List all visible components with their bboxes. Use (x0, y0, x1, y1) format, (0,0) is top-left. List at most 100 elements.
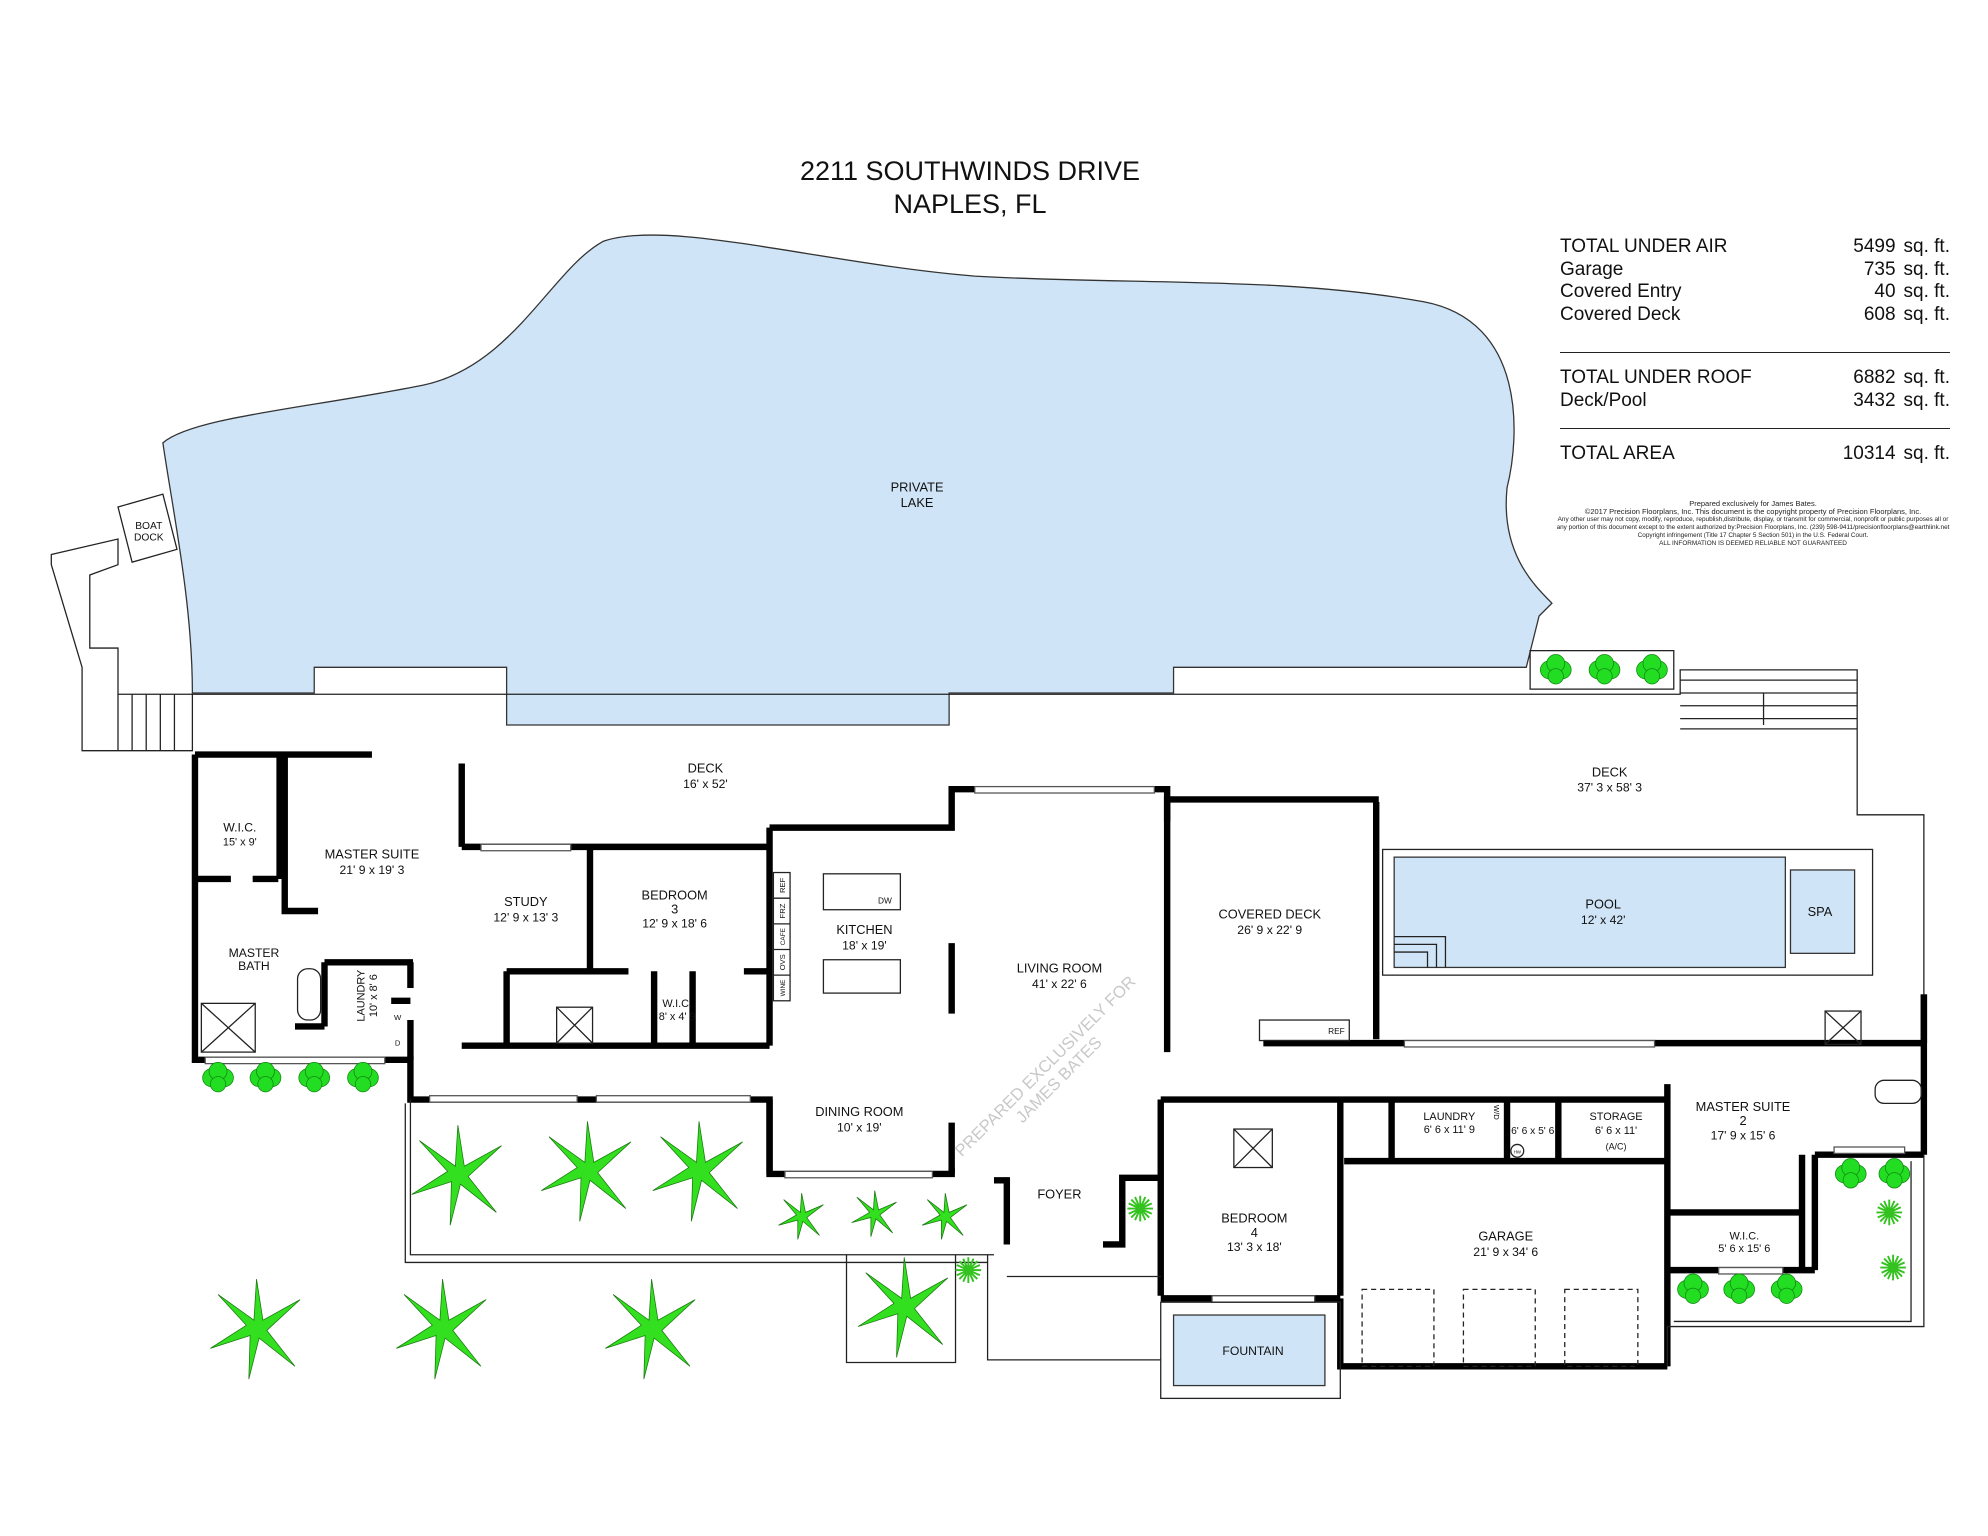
bath-fixtures (200, 968, 1922, 1169)
copyright-line: Any other user may not copy, modify, rep… (1557, 516, 1949, 523)
fountain-label: FOUNTAIN (1222, 1344, 1283, 1358)
wic-label: W.I.C. (1729, 1230, 1759, 1242)
area-row-total: TOTAL AREA 10314 sq. ft. (1560, 443, 1950, 466)
study-dims: 12' 9 x 13' 3 (493, 910, 558, 924)
deck-outline (192, 669, 1925, 995)
pool-label: POOL (1585, 896, 1621, 911)
wine-label: WINE (780, 980, 787, 997)
planter (1529, 650, 1675, 690)
laundry-dims: 10' x 8' 6 (368, 974, 380, 1017)
spa-label: SPA (1808, 904, 1833, 919)
cafe-label: CAFE (780, 928, 787, 945)
copyright-line: ©2017 Precision Floorplans, Inc. This do… (1584, 507, 1922, 516)
copyright-line: Copyright infringement (Title 17 Chapter… (1637, 532, 1869, 539)
laundry-label: LAUNDRY (355, 969, 367, 1022)
area-label: Garage (1560, 258, 1624, 280)
area-unit: sq. ft. (1903, 389, 1950, 411)
master-suite-label: MASTER SUITE (325, 846, 420, 861)
master-suite-dims: 21' 9 x 19' 3 (340, 863, 405, 877)
storage-dims: 6' 6 x 11' (1595, 1125, 1637, 1137)
copyright-line: any portion of this document except to t… (1556, 524, 1950, 531)
wd-label: W/D (1492, 1105, 1501, 1120)
area-label: TOTAL UNDER ROOF (1560, 367, 1752, 388)
area-label: TOTAL UNDER AIR (1560, 236, 1728, 257)
deck-stairs (1680, 679, 1858, 730)
fountain (1172, 1314, 1326, 1387)
deck-label: DECK (1592, 764, 1628, 779)
covered-deck-dims: 26' 9 x 22' 9 (1237, 923, 1302, 937)
master-suite2-number: 2 (1739, 1113, 1746, 1128)
area-value: 40 (1874, 281, 1896, 302)
wic-dims: 5' 6 x 15' 6 (1718, 1243, 1770, 1255)
storage-label: STORAGE (1590, 1111, 1643, 1123)
fountain-surround (1160, 1301, 1341, 1400)
wic-dims: 8' x 4' 9 (659, 1011, 696, 1023)
ovs-label: OVS (778, 954, 787, 970)
closet-dims: 6' 6 x 5' 6 (1511, 1126, 1555, 1137)
area-unit: sq. ft. (1903, 443, 1950, 464)
pool-steps (1394, 936, 1447, 968)
deck-label: DECK (688, 760, 724, 775)
bedroom3-dims: 12' 9 x 18' 6 (642, 917, 707, 931)
property-title: 2211 SOUTHWINDS DRIVE NAPLES, FL (700, 155, 1240, 221)
bedroom4-number: 4 (1251, 1225, 1258, 1240)
dining-room-label: DINING ROOM (815, 1104, 903, 1119)
wic-dims: 15' x 9' (223, 837, 257, 849)
room-labels: W.I.C. 15' x 9' MASTER SUITE 21' 9 x 19'… (223, 820, 1790, 1259)
private-lake (162, 234, 1553, 726)
dining-room-dims: 10' x 19' (837, 1121, 882, 1135)
area-label: Deck/Pool (1560, 389, 1647, 411)
garage-label: GARAGE (1478, 1229, 1533, 1244)
bedroom3-label: BEDROOM (642, 887, 708, 902)
copyright-line: Prepared exclusively for James Bates. (1689, 499, 1817, 508)
divider (1560, 428, 1950, 429)
lake-label: LAKE (901, 495, 934, 510)
copyright-line: ALL INFORMATION IS DEEMED RELIABLE NOT G… (1659, 540, 1847, 547)
area-value: 10314 (1842, 443, 1896, 464)
master-suite2-dims: 17' 9 x 15' 6 (1711, 1128, 1776, 1142)
pool-surround (1381, 848, 1874, 976)
wic-label: W.I.C. (662, 998, 692, 1010)
landscape-outline (404, 1099, 1925, 1367)
dock-stairs (117, 694, 176, 751)
watermark: PREPARED EXCLUSIVELY FOR JAMES BATES (951, 972, 1139, 1160)
pool-dims: 12' x 42' (1581, 913, 1626, 927)
area-unit: sq. ft. (1903, 281, 1950, 302)
kitchen-label: KITCHEN (836, 922, 892, 937)
study-label: STUDY (504, 894, 548, 909)
area-row: Covered Entry 40 sq. ft. (1560, 281, 1950, 304)
divider (1560, 352, 1950, 353)
covered-deck-label: COVERED DECK (1218, 907, 1321, 922)
living-room-dims: 41' x 22' 6 (1032, 977, 1087, 991)
ref-label: REF (778, 877, 787, 893)
laundry2-dims: 6' 6 x 11' 9 (1424, 1124, 1475, 1136)
spa (1789, 869, 1856, 954)
frz-label: FRZ (778, 903, 787, 918)
address-line: 2211 SOUTHWINDS DRIVE (799, 156, 1141, 186)
ref-label: REF (1328, 1026, 1345, 1036)
windows (204, 785, 1906, 1303)
palm-trees (209, 1120, 968, 1380)
deck-dims: 16' x 52' (683, 777, 728, 791)
area-value: 608 (1863, 303, 1896, 325)
water-heater-label: HW (1514, 1149, 1522, 1154)
foyer-label: FOYER (1037, 1186, 1081, 1201)
area-label: TOTAL AREA (1560, 443, 1675, 464)
area-value: 3432 (1853, 389, 1896, 411)
washer-label: W (394, 1013, 402, 1022)
city-line: NAPLES, FL (893, 189, 1047, 219)
area-unit: sq. ft. (1903, 303, 1950, 325)
boat-dock-label: DOCK (134, 532, 164, 543)
living-room-label: LIVING ROOM (1017, 961, 1102, 976)
area-label: Covered Entry (1560, 281, 1682, 302)
dryer-label: D (395, 1039, 401, 1048)
master-bath-label: BATH (238, 959, 270, 973)
area-unit: sq. ft. (1903, 367, 1950, 388)
master-suite2-label: MASTER SUITE (1696, 1099, 1791, 1114)
area-row: Deck/Pool 3432 sq. ft. (1560, 390, 1950, 413)
